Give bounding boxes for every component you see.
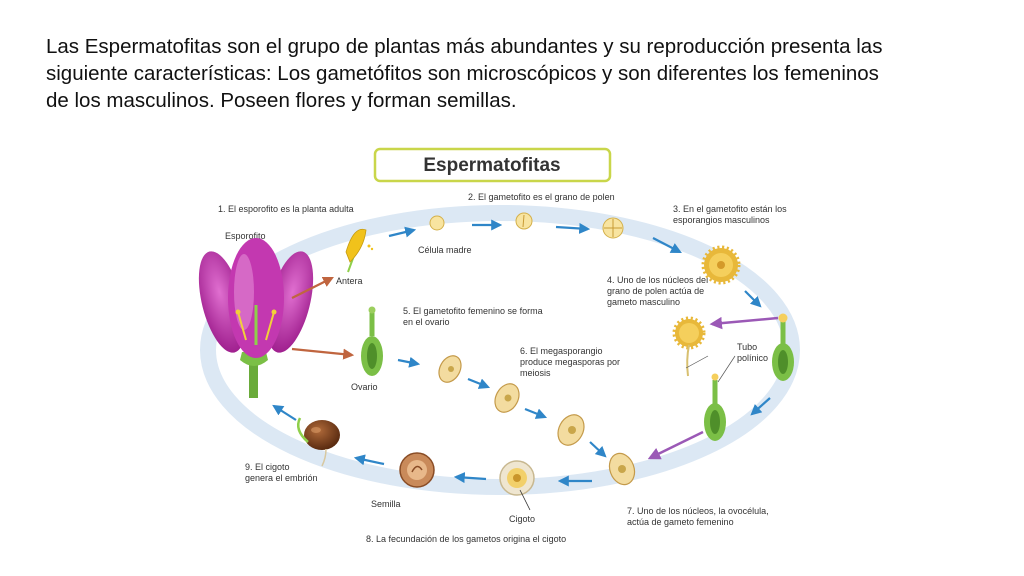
label-tubo-polinico: Tubo polínico — [737, 342, 768, 363]
cycle-arrow — [467, 377, 491, 389]
flower-illustration — [198, 238, 314, 398]
zygote-illustration — [499, 460, 535, 496]
intro-line: de los masculinos. Poseen flores y forma… — [46, 89, 517, 112]
step-8-label: 8. La fecundación de los gametos origina… — [366, 534, 566, 544]
pollen-grain-2 — [602, 217, 624, 239]
label-cigoto: Cigoto — [509, 514, 535, 524]
cycle-arrow — [453, 472, 487, 484]
cycle-arrow — [272, 404, 297, 421]
cycle-arrow — [353, 454, 385, 466]
cycle-ring — [200, 205, 800, 495]
tubo-pointer-1 — [685, 355, 709, 369]
label-esporofito: Esporofito — [225, 231, 266, 241]
arrow-flower-to-ovary — [291, 347, 355, 360]
cycle-arrow — [652, 237, 682, 254]
intro-line: Las Espermatofitas son el grupo de plant… — [46, 35, 883, 58]
label-antera: Antera — [336, 276, 363, 286]
seed-illustration — [399, 452, 435, 488]
step-3-label: 3. En el gametofito están los esporangio… — [673, 204, 789, 225]
cigoto-pointer — [519, 489, 531, 511]
spiky-pollen-grain — [701, 245, 741, 285]
anther-illustration — [345, 228, 374, 273]
arrow-flower-to-anther — [291, 277, 334, 299]
cycle-arrow — [397, 356, 421, 368]
germinating-pollen — [672, 316, 706, 377]
step-7-label: 7. Uno de los núcleos, la ovocélula, act… — [627, 506, 771, 527]
pistil-with-pollen-tube — [772, 313, 794, 381]
cycle-arrow — [555, 222, 591, 234]
cycle-arrow — [524, 407, 548, 419]
mother-cell — [429, 215, 445, 231]
diagram-title: Espermatofitas — [423, 155, 560, 176]
cycle-arrow — [744, 290, 762, 308]
pistil-fertilization — [704, 373, 726, 441]
pollen-grain-1 — [515, 212, 533, 230]
intro-line: siguiente características: Los gametófit… — [46, 62, 879, 85]
arrow-fertilization — [647, 430, 704, 460]
cycle-arrow — [750, 397, 771, 416]
ovule-4 — [608, 452, 636, 486]
step-6-label: 6. El megasporangio produce megasporas p… — [520, 346, 623, 378]
step-2-label: 2. El gametofito es el grano de polen — [468, 192, 615, 202]
step-1-label: 1. El esporofito es la planta adulta — [218, 204, 354, 214]
step-5-label: 5. El gametofito femenino se forma en el… — [403, 306, 545, 327]
tubo-pointer-2 — [717, 355, 736, 383]
ovule-3 — [557, 414, 585, 446]
arrow-pollination — [709, 316, 779, 330]
ovule-2 — [494, 383, 520, 413]
diagram-title-box: Espermatofitas — [373, 147, 612, 183]
step-4-label: 4. Uno de los núcleos del grano de polen… — [607, 275, 711, 307]
label-semilla: Semilla — [371, 499, 401, 509]
ovule-1 — [438, 355, 462, 383]
label-ovario: Ovario — [351, 382, 378, 392]
ovary-pistil — [361, 306, 383, 376]
cycle-arrow — [388, 226, 417, 238]
germinating-seed — [297, 417, 340, 467]
step-9-label: 9. El cigoto genera el embrión — [245, 462, 318, 483]
cycle-arrow — [589, 441, 607, 458]
intro-paragraph: Las Espermatofitas son el grupo de plant… — [46, 33, 986, 114]
label-celula-madre: Célula madre — [418, 245, 472, 255]
